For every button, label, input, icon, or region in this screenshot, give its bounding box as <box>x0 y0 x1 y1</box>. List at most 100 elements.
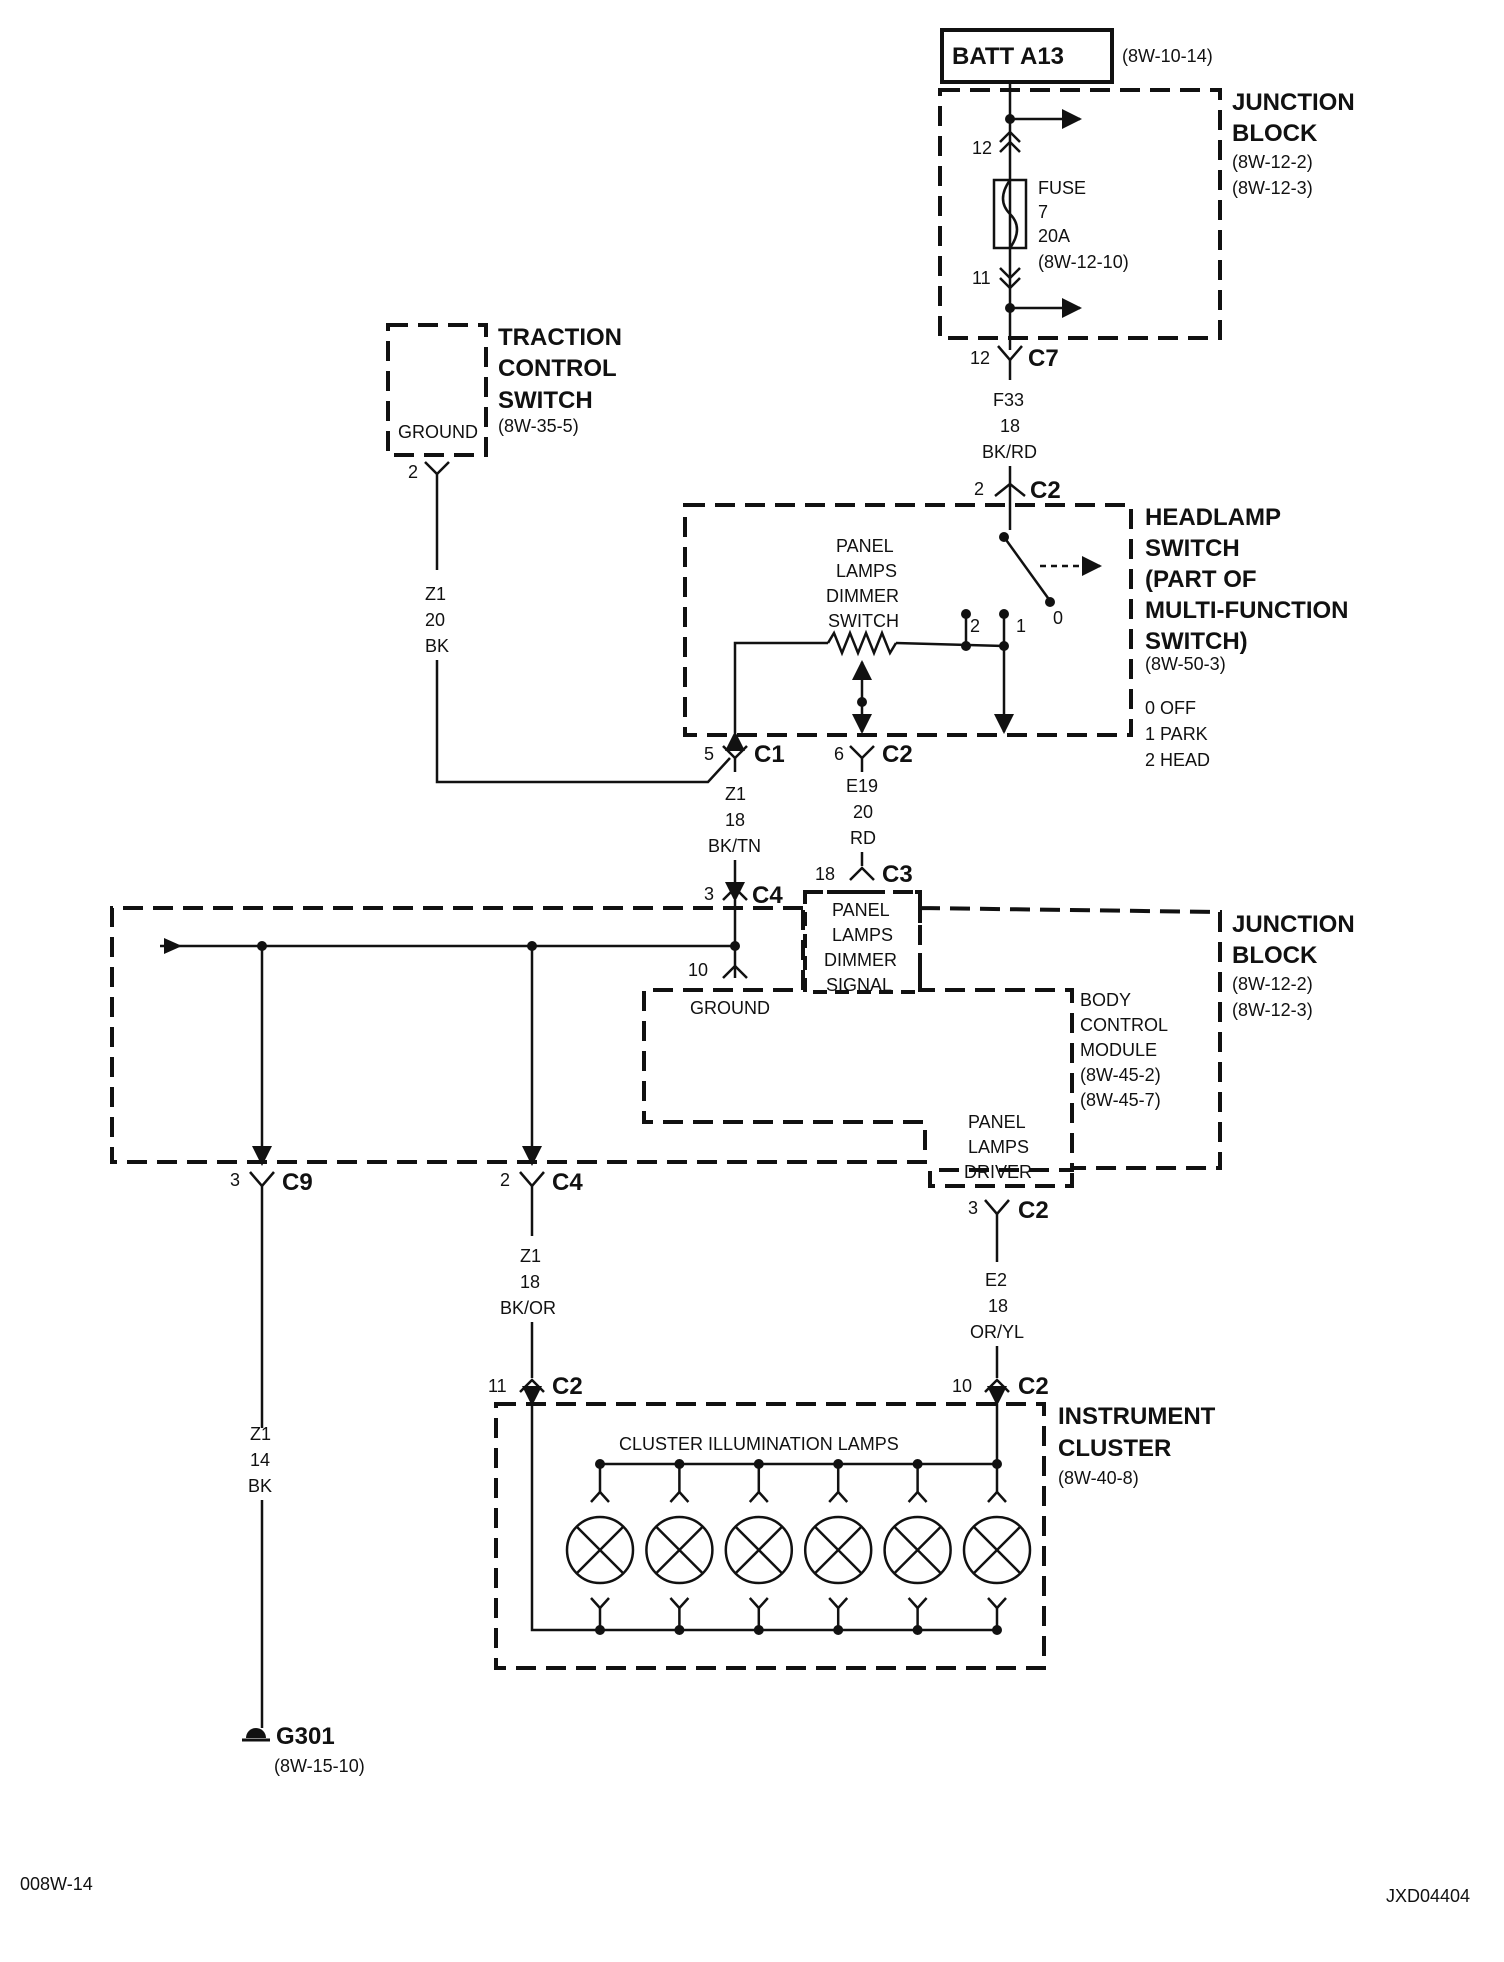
junction-top-title1: JUNCTION <box>1232 89 1355 116</box>
batt-box <box>940 28 1114 84</box>
lamp-icon <box>803 1459 873 1635</box>
cluster-conn-right: C2 <box>1018 1373 1049 1400</box>
headlamp-pin-top: 2 <box>974 479 984 499</box>
jb-mid-title2: BLOCK <box>1232 942 1318 969</box>
fuse-element <box>1001 179 1019 249</box>
connector-icon <box>424 461 450 476</box>
footer-left: 008W-14 <box>20 1874 93 1894</box>
headlamp-legend-2: 2 HEAD <box>1145 750 1210 770</box>
dimmer-resistor-icon <box>826 629 898 657</box>
driver-label1: PANEL <box>968 1112 1026 1132</box>
wire-z1-14-code: Z1 <box>250 1424 271 1444</box>
jb-mid-ref1: (8W-12-2) <box>1232 974 1313 994</box>
junction-top-title2: BLOCK <box>1232 120 1318 147</box>
jb-conn-c9: C9 <box>282 1169 313 1196</box>
jb-conn-c4: C4 <box>752 882 783 909</box>
driver-label3: DRIVER <box>964 1162 1032 1182</box>
wire-e2-gauge: 18 <box>988 1296 1008 1316</box>
traction-pin: 2 <box>408 462 418 482</box>
cluster-lamps-label: CLUSTER ILLUMINATION LAMPS <box>619 1434 899 1454</box>
lamp-icon <box>724 1459 794 1635</box>
bcm-ref1: (8W-45-2) <box>1080 1065 1161 1085</box>
wire-e2-color: OR/YL <box>970 1322 1024 1342</box>
jb-pin-c4b: 2 <box>500 1170 510 1190</box>
wire-z1-14-color: BK <box>248 1476 272 1496</box>
wire-e19-code: E19 <box>846 776 878 796</box>
batt-ref: (8W-10-14) <box>1122 46 1213 66</box>
fuse-number: 7 <box>1038 202 1048 222</box>
jb-pin-c4: 3 <box>704 884 714 904</box>
wire-e19-color: RD <box>850 828 876 848</box>
splice-dot <box>999 641 1009 651</box>
traction-title3: SWITCH <box>498 387 593 414</box>
c7-name: C7 <box>1028 345 1059 372</box>
wire-z1-20-gauge: 20 <box>425 610 445 630</box>
cluster-title2: CLUSTER <box>1058 1435 1171 1462</box>
wire-z1-14-gauge: 14 <box>250 1450 270 1470</box>
connector-icon <box>722 745 748 760</box>
ground-label: G301 <box>276 1723 335 1750</box>
connector-icon <box>519 1171 545 1188</box>
headlamp-pin-c1: 5 <box>704 744 714 764</box>
traction-title1: TRACTION <box>498 324 622 351</box>
connector-icon <box>722 964 748 979</box>
jb-conn-c4b: C4 <box>552 1169 583 1196</box>
wire-e2-code: E2 <box>985 1270 1007 1290</box>
wire-z1-bktn-gauge: 18 <box>725 810 745 830</box>
wire-f33-color: BK/RD <box>982 442 1037 462</box>
headlamp-title1: HEADLAMP <box>1145 504 1281 531</box>
bcm-label2: CONTROL <box>1080 1015 1168 1035</box>
wire-z1-bkor-code: Z1 <box>520 1246 541 1266</box>
jb-sig3: DIMMER <box>824 950 897 970</box>
headlamp-pos-2: 2 <box>970 616 980 636</box>
cluster-pin-left: 11 <box>488 1376 507 1396</box>
connector-icon <box>249 1171 275 1188</box>
bcm-label3: MODULE <box>1080 1040 1157 1060</box>
fuse-pin-in: 12 <box>972 138 992 158</box>
connector-icon <box>849 866 875 881</box>
headlamp-title2: SWITCH <box>1145 535 1240 562</box>
dimmer-label3: DIMMER <box>826 586 899 606</box>
jb-mid-title1: JUNCTION <box>1232 911 1355 938</box>
wire-z1-bktn-color: BK/TN <box>708 836 761 856</box>
traction-ref: (8W-35-5) <box>498 416 579 436</box>
lamp-icon <box>645 1459 714 1635</box>
wire-z1-20-color: BK <box>425 636 449 656</box>
arrow-icon <box>164 938 182 954</box>
traction-control-switch-box <box>386 323 488 457</box>
headlamp-title5: SWITCH) <box>1145 628 1248 655</box>
cluster-ref: (8W-40-8) <box>1058 1468 1139 1488</box>
ground-symbol-icon <box>246 1728 266 1738</box>
headlamp-conn-top: C2 <box>1030 477 1061 504</box>
fuse-label: FUSE <box>1038 178 1086 198</box>
dimmer-signal-box <box>803 890 922 994</box>
headlamp-legend-0: 0 OFF <box>1145 698 1196 718</box>
connector-icon <box>722 886 748 901</box>
wire-e19-gauge: 20 <box>853 802 873 822</box>
wire-z1-bktn-code: Z1 <box>725 784 746 804</box>
headlamp-title4: MULTI-FUNCTION <box>1145 597 1349 624</box>
jb-sig4: SIGNAL <box>826 975 892 995</box>
headlamp-pin-c2: 6 <box>834 744 844 764</box>
lamp-icon <box>962 1459 1032 1635</box>
connector-icon <box>984 1378 1010 1393</box>
cluster-pin-right: 10 <box>952 1376 972 1396</box>
traction-title2: CONTROL <box>498 355 617 382</box>
wire-f33-code: F33 <box>993 390 1024 410</box>
wire-z1-20-code: Z1 <box>425 584 446 604</box>
jb-pin-c9: 3 <box>230 1170 240 1190</box>
headlamp-pos-0: 0 <box>1053 608 1063 628</box>
dimmer-label1: PANEL <box>836 536 894 556</box>
junction-block-mid-left <box>110 906 927 1164</box>
wire-z1-bkor-gauge: 18 <box>520 1272 540 1292</box>
jb-ground-pin: 10 <box>688 960 708 980</box>
headlamp-ref: (8W-50-3) <box>1145 654 1226 674</box>
traction-ground: GROUND <box>398 422 478 442</box>
headlamp-switch-box <box>683 503 1133 737</box>
jb-pin-c2: 3 <box>968 1198 978 1218</box>
headlamp-legend-1: 1 PARK <box>1145 724 1208 744</box>
fuse-ref: (8W-12-10) <box>1038 252 1129 272</box>
junction-block-top <box>938 88 1222 340</box>
connector-icon <box>999 267 1021 290</box>
